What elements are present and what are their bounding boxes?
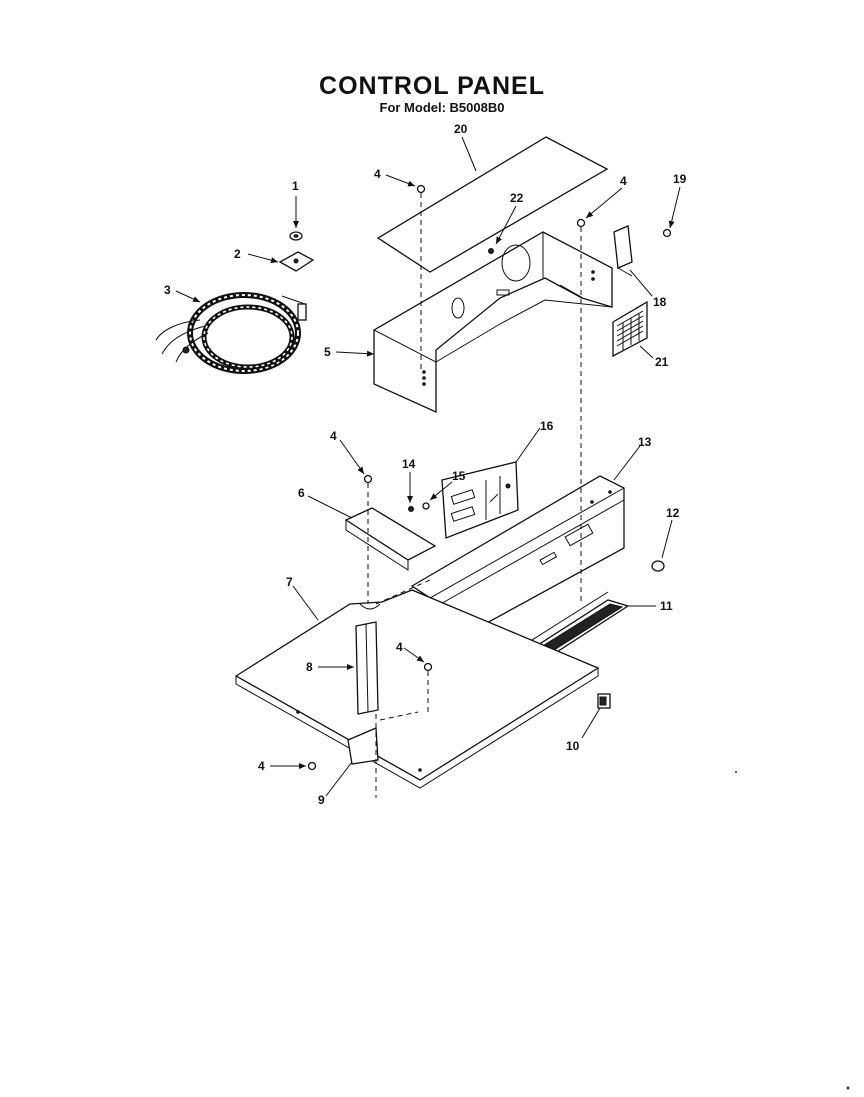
part-15-screw <box>422 502 430 510</box>
callout-8: 8 <box>306 660 313 674</box>
callout-labels: 1 2 3 4 20 22 4 19 18 21 5 4 16 13 14 15… <box>164 122 687 807</box>
part-2-plate <box>278 251 315 272</box>
callout-20: 20 <box>454 122 468 136</box>
callout-4-mid: 4 <box>330 429 337 443</box>
callout-15: 15 <box>452 469 466 483</box>
callout-11: 11 <box>660 599 673 613</box>
callout-6: 6 <box>298 486 305 500</box>
part-20-top-cover <box>376 136 609 273</box>
part-22-clip <box>488 248 494 254</box>
part-9-corner-bracket <box>347 727 379 765</box>
callout-9: 9 <box>318 793 325 807</box>
part-1-nut <box>289 231 303 241</box>
part-12-knob <box>651 560 665 572</box>
part-7-base-plate <box>234 589 600 789</box>
callout-4-lower: 4 <box>396 640 403 654</box>
scan-speck <box>846 1086 850 1090</box>
callout-3: 3 <box>164 283 171 297</box>
part-19-screw <box>662 228 672 238</box>
model-subtitle: For Model: B5008B0 <box>379 100 505 115</box>
callout-21: 21 <box>655 355 669 369</box>
callout-13: 13 <box>638 435 652 449</box>
callout-19: 19 <box>673 172 687 186</box>
callout-1: 1 <box>292 179 299 193</box>
callout-4-top-left: 4 <box>374 167 381 181</box>
part-14-washer <box>408 506 414 512</box>
callout-5: 5 <box>324 345 331 359</box>
callout-16: 16 <box>540 419 554 433</box>
part-8-side-bracket <box>355 621 379 715</box>
callout-14: 14 <box>402 457 416 471</box>
callout-18: 18 <box>653 295 667 309</box>
part-4-screws <box>307 184 586 771</box>
callout-2: 2 <box>234 247 241 261</box>
callout-22: 22 <box>510 191 524 205</box>
assembly-lines <box>367 193 582 798</box>
part-6-bracket-plate <box>344 507 437 571</box>
callout-10: 10 <box>566 739 580 753</box>
part-16-switch-board <box>441 461 519 539</box>
callout-4-bottom: 4 <box>258 759 265 773</box>
callout-12: 12 <box>666 506 680 520</box>
part-21-grille <box>612 300 648 358</box>
part-3-power-cord <box>155 292 307 374</box>
page-title: CONTROL PANEL <box>319 72 545 100</box>
leader-lines <box>175 136 681 797</box>
scan-speck <box>735 771 737 773</box>
part-18-bracket <box>613 225 633 277</box>
part-10-clip <box>597 693 611 709</box>
callout-4-top-right: 4 <box>620 174 627 188</box>
callout-7: 7 <box>286 575 293 589</box>
part-5-cabinet-shell <box>373 231 613 414</box>
